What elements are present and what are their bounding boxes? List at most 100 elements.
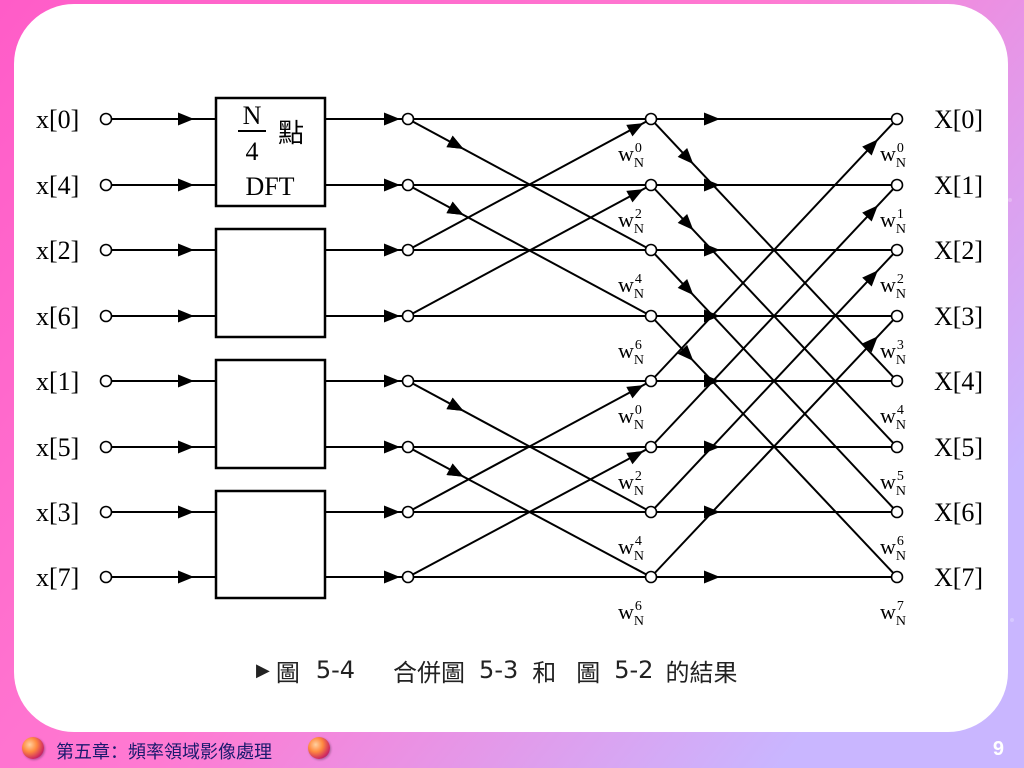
middle-node-5 <box>644 440 658 454</box>
block-out-arrow-1 <box>384 178 400 192</box>
middle-node-7 <box>644 570 658 584</box>
input-node-3 <box>99 309 113 323</box>
input-label-7: x[7] <box>36 563 79 592</box>
stage2-arrow-down-2 <box>677 279 694 296</box>
stage2-cross-up-6 <box>650 249 898 513</box>
input-label-4: x[1] <box>36 367 79 396</box>
output-label-6: X[6] <box>934 498 983 527</box>
output-node-1 <box>890 178 904 192</box>
stage1-bottom-arrow-up-6 <box>626 385 644 399</box>
stage2-cross-up-7 <box>650 315 898 578</box>
stage2-arrow-up-7 <box>862 336 878 353</box>
middle-node-0 <box>644 112 658 126</box>
output-label-7: X[7] <box>934 563 983 592</box>
input-arrow-1 <box>178 178 194 192</box>
input-arrow-3 <box>178 309 194 323</box>
stage1-top-arrow-down-dup-1 <box>446 201 464 215</box>
output-label-0: X[0] <box>934 105 983 134</box>
middle-node-3 <box>644 309 658 323</box>
dft-block-2 <box>214 358 327 470</box>
output-node-7 <box>890 570 904 584</box>
middle-node-4 <box>644 374 658 388</box>
stage1-top-arrow-up-2 <box>626 123 644 137</box>
input-arrow-2 <box>178 243 194 257</box>
input-arrow-6 <box>178 505 194 519</box>
block-out-arrow-7 <box>384 570 400 584</box>
output-label-4: X[4] <box>934 367 983 396</box>
output-label-5: X[5] <box>934 433 983 462</box>
input-arrow-0 <box>178 112 194 126</box>
input-arrow-7 <box>178 570 194 584</box>
input-node-1 <box>99 178 113 192</box>
stageA-node-6 <box>401 505 415 519</box>
stage2-arrow-straight-5 <box>704 440 720 454</box>
bullet-ball-icon <box>22 737 44 759</box>
stage2-arrow-down-0 <box>677 148 694 165</box>
stage1-top-cross-up-3 <box>407 184 652 317</box>
stage1-top-arrow-down-dup-0 <box>446 135 464 149</box>
input-arrow-5 <box>178 440 194 454</box>
chapter-title: 第五章：頻率領域影像處理 <box>56 742 272 763</box>
stage1-top-arrow-up-3 <box>626 189 644 203</box>
block-out-arrow-3 <box>384 309 400 323</box>
middle-node-2 <box>644 243 658 257</box>
block-out-arrow-0 <box>384 112 400 126</box>
block-out-arrow-2 <box>384 243 400 257</box>
stageA-node-1 <box>401 178 415 192</box>
output-node-4 <box>890 374 904 388</box>
block-out-arrow-5 <box>384 440 400 454</box>
input-node-4 <box>99 374 113 388</box>
input-label-2: x[2] <box>36 236 79 265</box>
output-label-3: X[3] <box>934 302 983 331</box>
stageA-node-0 <box>401 112 415 126</box>
page-number: 9 <box>992 738 1004 760</box>
input-label-6: x[3] <box>36 498 79 527</box>
input-arrow-4 <box>178 374 194 388</box>
stage2-arrow-straight-1 <box>704 178 720 192</box>
dft-block-label: DFT <box>245 172 294 201</box>
stage1-bottom-arrow-down-dup-5 <box>446 463 464 477</box>
dft-block-suffix: 點 <box>278 119 304 149</box>
input-label-5: x[5] <box>36 433 79 462</box>
input-node-5 <box>99 440 113 454</box>
stageA-node-5 <box>401 440 415 454</box>
output-node-3 <box>890 309 904 323</box>
stage2-arrow-straight-3 <box>704 309 720 323</box>
stage2-arrow-straight-0 <box>704 112 720 126</box>
block-out-arrow-6 <box>384 505 400 519</box>
output-label-1: X[1] <box>934 171 983 200</box>
middle-node-6 <box>644 505 658 519</box>
caption-fig-number: 5-4 <box>315 656 356 684</box>
stageA-node-7 <box>401 570 415 584</box>
figure-caption: ▶ 圖 5-4 合併圖 5-3 和 圖 5-2 的結果 <box>256 650 737 690</box>
stage1-bottom-cross-up-7 <box>407 446 652 578</box>
bullet-ball-icon <box>308 737 330 759</box>
output-node-5 <box>890 440 904 454</box>
stage2-arrow-straight-4 <box>704 374 720 388</box>
caption-title-prefix: 合併圖 <box>393 658 466 687</box>
stage2-arrow-straight-2 <box>704 243 720 257</box>
stage1-bottom-arrow-up-7 <box>626 451 644 465</box>
stage2-arrow-up-4 <box>862 139 878 156</box>
input-label-1: x[4] <box>36 171 79 200</box>
input-node-7 <box>99 570 113 584</box>
caption-fig-word2: 圖 <box>576 658 601 687</box>
stageA-node-4 <box>401 374 415 388</box>
stageA-node-2 <box>401 243 415 257</box>
stageA-node-3 <box>401 309 415 323</box>
middle-node-1 <box>644 178 658 192</box>
output-label-2: X[2] <box>934 236 983 265</box>
stage2-arrow-down-1 <box>677 214 694 231</box>
caption-ref1: 5-3 <box>479 656 519 684</box>
output-node-0 <box>890 112 904 126</box>
input-label-3: x[6] <box>36 302 79 331</box>
